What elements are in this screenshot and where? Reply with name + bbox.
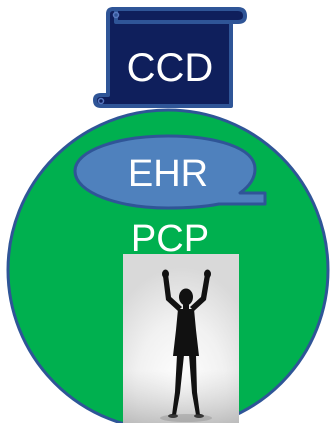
ccd-scroll: CCD	[93, 7, 247, 108]
scroll-top-curl	[112, 7, 247, 24]
scroll-bottom-curl-dot	[97, 97, 105, 105]
scroll-body	[93, 7, 233, 108]
ehr-label: EHR	[128, 153, 208, 195]
person-shadow	[160, 414, 212, 422]
person-arms-raised-icon	[162, 269, 211, 418]
person-photo	[123, 254, 239, 423]
ehr-bubble: EHR	[73, 134, 267, 210]
pcp-label: PCP	[131, 218, 209, 260]
bubble-shape	[73, 134, 267, 210]
scroll-top-curl-dot	[112, 11, 120, 19]
ccd-label: CCD	[127, 46, 214, 90]
